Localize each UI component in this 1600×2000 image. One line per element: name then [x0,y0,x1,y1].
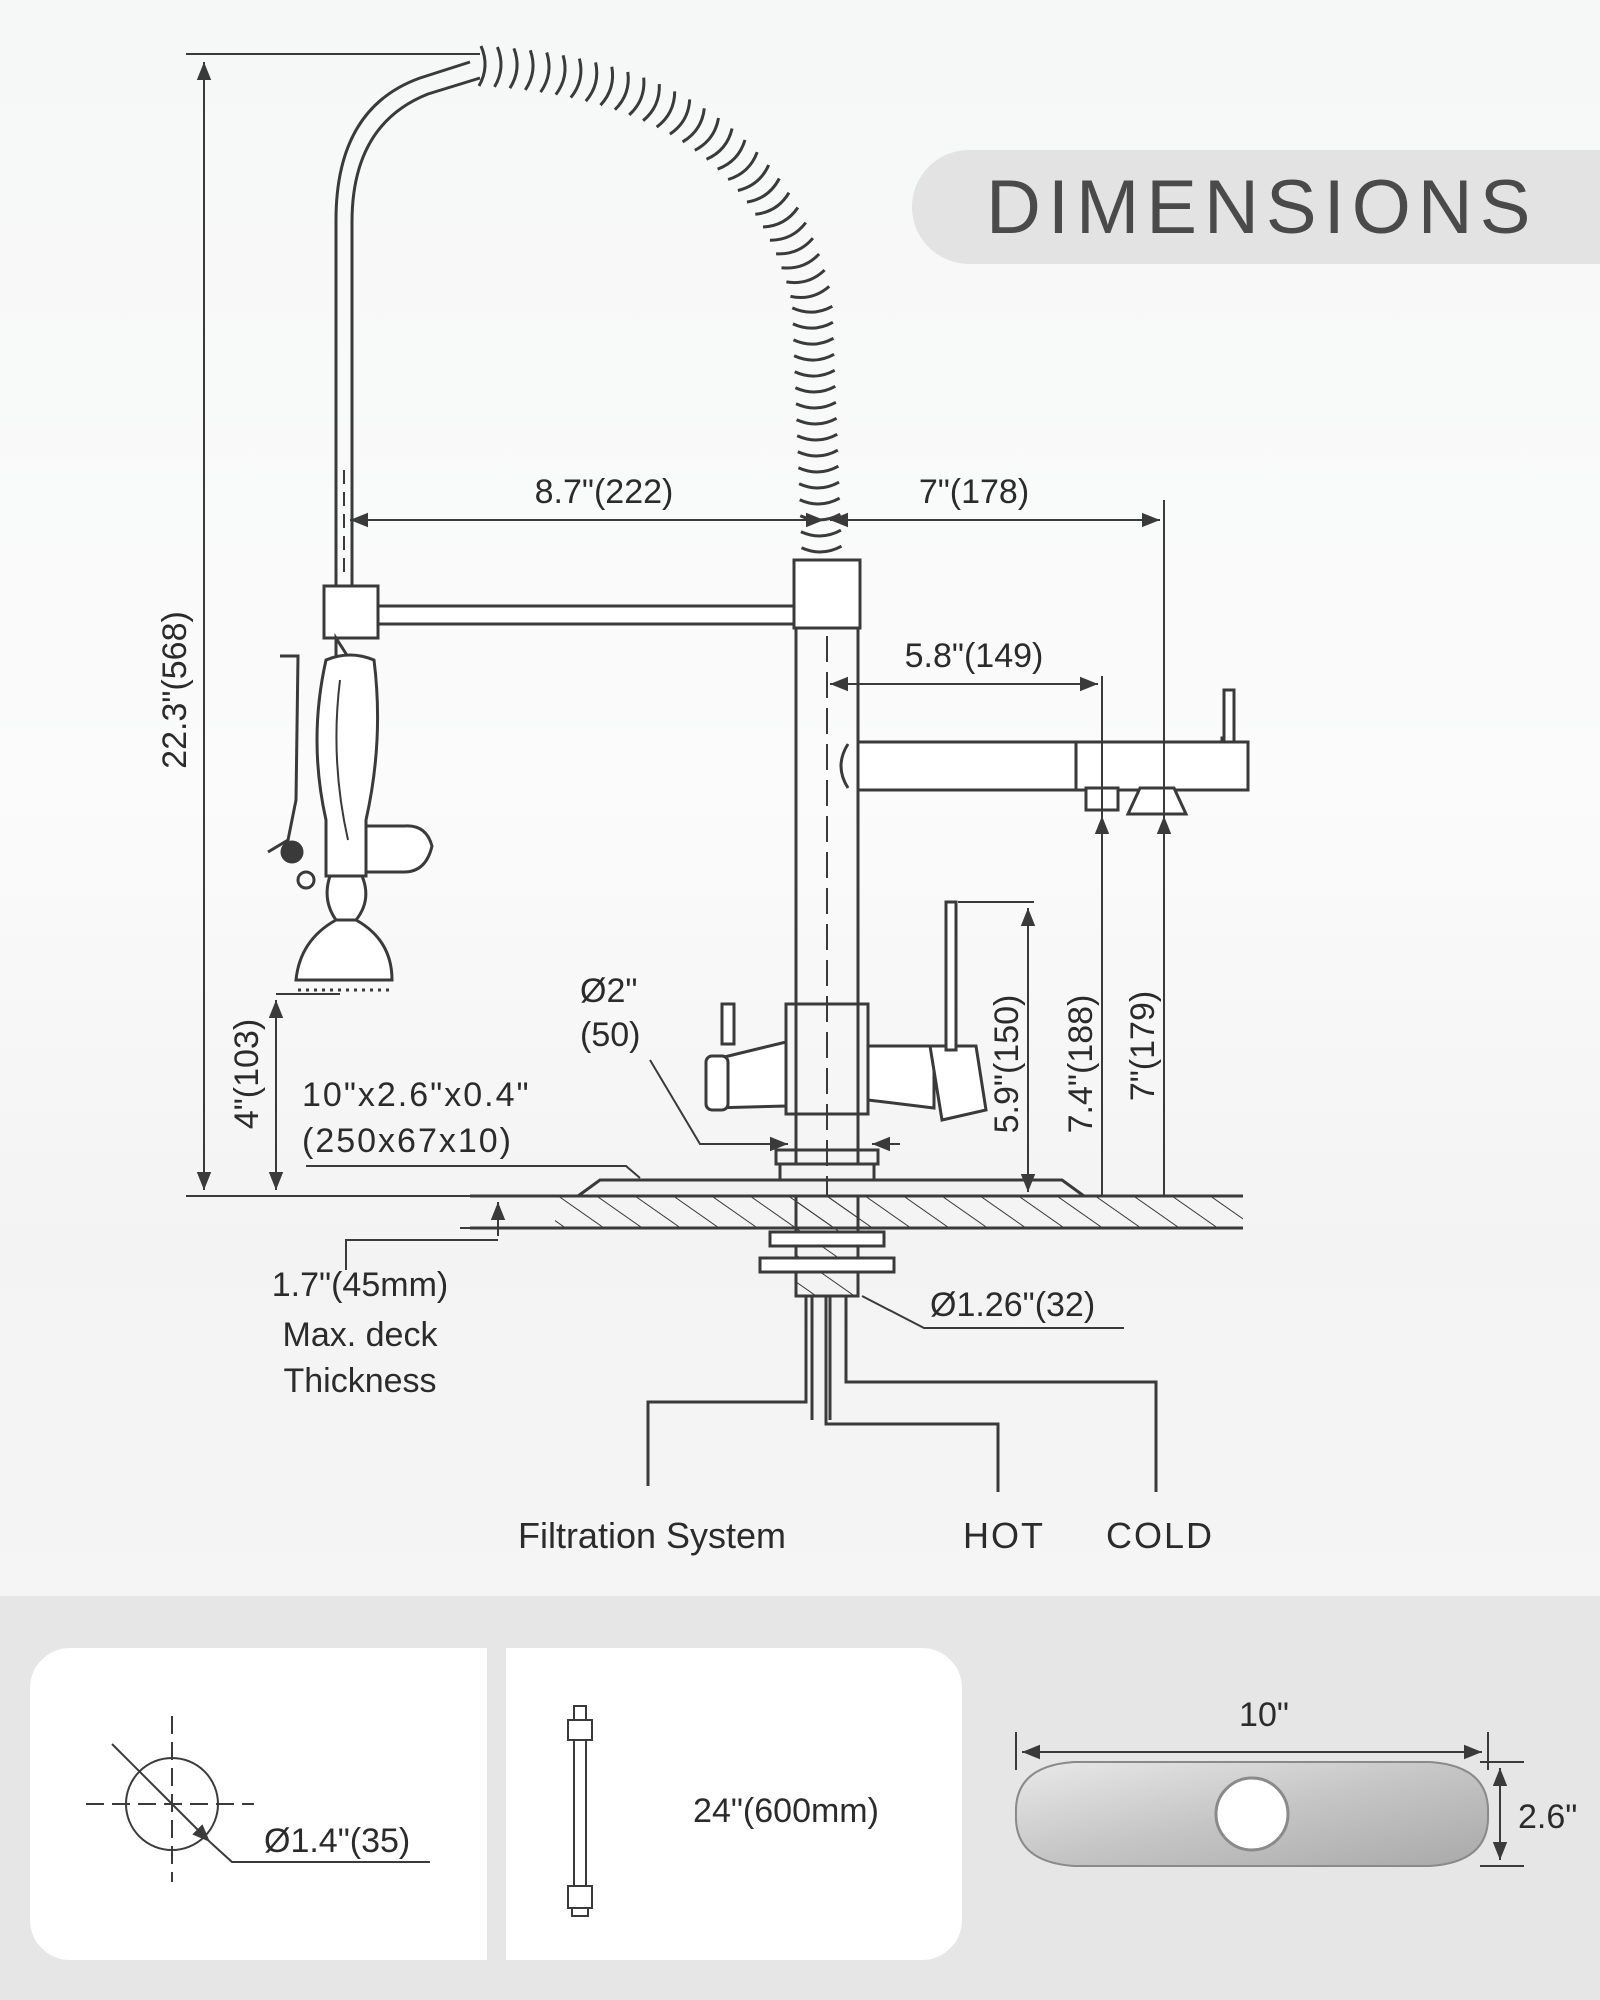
deck-plate-drawing [1014,1732,1524,1867]
hole-diameter-label: Ø1.4"(35) [264,1822,410,1860]
spring-coil [796,432,838,442]
spring-coil [791,304,834,314]
spring-coil [694,117,720,152]
supply-hose-drawing [567,1705,593,1917]
spring-coil [642,84,661,122]
spring-coil [769,221,807,242]
spring-coil [799,496,841,506]
right-handle [866,900,988,1122]
spring-coil [794,384,837,394]
faucet-drawing [267,45,1250,1492]
sprayer-height-label: 4"(103) [228,1019,266,1129]
shank-diameter-label: Ø1.26"(32) [930,1286,1095,1324]
sprayer-head [267,632,434,992]
hose-length-label: 24"(600mm) [693,1792,879,1830]
spring-coil [599,66,615,107]
page-title: DIMENSIONS [986,165,1538,250]
hole-size-card [30,1648,487,1960]
spring-coil [794,368,836,378]
spring-coil [477,45,487,87]
spring-coil [793,352,835,362]
spout-reach-label: 8.7"(222) [535,473,674,511]
filter-reach-label: 7"(178) [919,473,1029,511]
deck-thickness-note-1: Max. deck [283,1316,439,1354]
spring-coil [798,480,840,490]
spring-coil [800,528,842,538]
plate-width-label: 10" [1239,1696,1289,1734]
dimension-lines [186,53,1172,1329]
spring-coil [508,47,519,90]
handle-height-label: 5.9"(150) [988,995,1026,1134]
spring-coil [613,71,630,111]
spring-coil [493,46,503,88]
spring-coil [681,108,706,144]
spring-coil [786,268,826,285]
spring-coil [727,151,759,181]
spring-coils [477,45,843,554]
cold-label: COLD [1106,1515,1214,1556]
filter-outlet-height-1-label: 7.4"(188) [1062,995,1100,1134]
spring-coil [795,416,838,426]
spring-coil [737,164,771,192]
base-diameter-label: Ø2" [580,972,637,1010]
spring-coil [775,237,815,256]
spring-coil [569,58,583,99]
spring-coil [797,448,839,458]
deck-plate [573,1178,1089,1198]
deck-plate-size-mm-label: (250x67x10) [302,1122,513,1160]
dimension-labels: 22.3"(568) 4"(103) 8.7"(222) 7"(178) 5.8… [156,473,1162,1400]
filtration-system-label: Filtration System [518,1515,786,1556]
spring-coil [792,336,835,346]
deck-thickness-label: 1.7"(45mm) [272,1266,448,1304]
spring-coil [755,191,791,216]
connection-labels: Filtration System HOT COLD [518,1515,1214,1556]
spring-coil [762,206,800,229]
base-diameter-mm-label: (50) [580,1016,640,1054]
spring-coil [797,464,840,474]
spring-coil [781,252,821,270]
filter-outlet-height-2-label: 7"(179) [1124,991,1162,1101]
spring-coil [539,52,551,93]
spring-coil [795,400,837,410]
spring-coil [655,91,677,129]
deck-thickness-note-2: Thickness [283,1362,436,1400]
spring-coil [584,62,599,103]
spring-coil [792,320,834,330]
mounting-shank [758,1194,896,1420]
spring-coil [717,139,747,171]
pulldown-spring [334,60,481,586]
filter-spout-reach-label: 5.8"(149) [905,637,1044,675]
left-handle [704,1002,788,1112]
spring-coil [790,285,831,300]
spring-coil [705,128,734,161]
spring-coil [669,99,692,136]
spring-coil [746,177,781,204]
plate-height-label: 2.6" [1518,1798,1577,1836]
title-banner: DIMENSIONS [912,150,1600,264]
spring-coil [628,77,646,117]
mounting-hole-drawing [86,1716,430,1882]
water-lines [646,1296,1158,1492]
spring-coil [800,544,843,554]
faucet-body [774,558,880,1196]
spring-coil [524,49,535,91]
hot-label: HOT [963,1515,1045,1556]
spout-arm [322,584,796,640]
spring-coil [554,54,567,96]
deck-plate-size-label: 10"x2.6"x0.4" [302,1076,531,1114]
total-height-label: 22.3"(568) [156,611,194,769]
